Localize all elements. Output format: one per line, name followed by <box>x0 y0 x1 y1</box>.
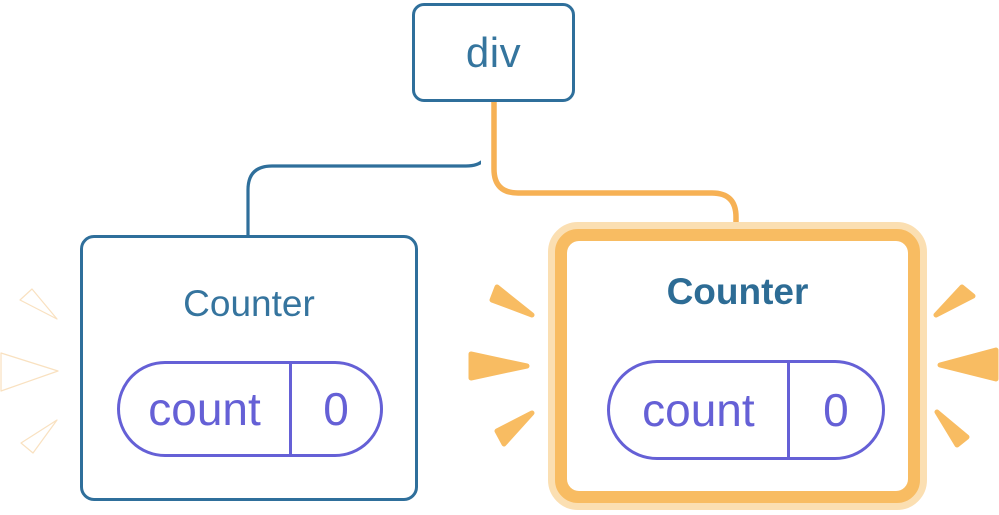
spark-icon <box>17 286 60 322</box>
state-value: 0 <box>823 384 849 436</box>
state-key: count <box>642 384 755 436</box>
spark-icon <box>0 352 59 392</box>
counter-card-right-highlighted: Counter count 0 <box>548 222 927 510</box>
state-pill: count 0 <box>117 361 383 457</box>
spark-icon <box>937 347 999 382</box>
spark-group-right-card-left <box>468 284 535 447</box>
edge-div-to-right-counter-halo <box>481 100 749 233</box>
state-value: 0 <box>323 383 349 435</box>
edge-div-to-right-counter <box>491 100 739 233</box>
counter-title: Counter <box>666 271 809 312</box>
counter-title: Counter <box>183 283 315 324</box>
state-pill: count 0 <box>607 360 885 460</box>
spark-icon <box>934 409 970 448</box>
edge-div-to-left-counter <box>246 100 492 237</box>
spark-icon <box>19 288 58 320</box>
root-node-div: div <box>412 3 575 102</box>
state-key: count <box>148 383 261 435</box>
pill-divider <box>289 364 292 454</box>
spark-icon <box>0 350 61 394</box>
spark-icon <box>933 284 976 318</box>
root-node-label: div <box>465 28 522 76</box>
spark-group-left-card <box>0 286 61 456</box>
spark-icon <box>489 284 535 318</box>
spark-icon <box>468 351 530 381</box>
spark-icon <box>494 410 535 447</box>
pill-divider <box>786 363 790 457</box>
spark-icon <box>20 419 58 454</box>
counter-card-left: Counter count 0 <box>80 235 418 501</box>
spark-group-right-card-right <box>933 284 999 448</box>
